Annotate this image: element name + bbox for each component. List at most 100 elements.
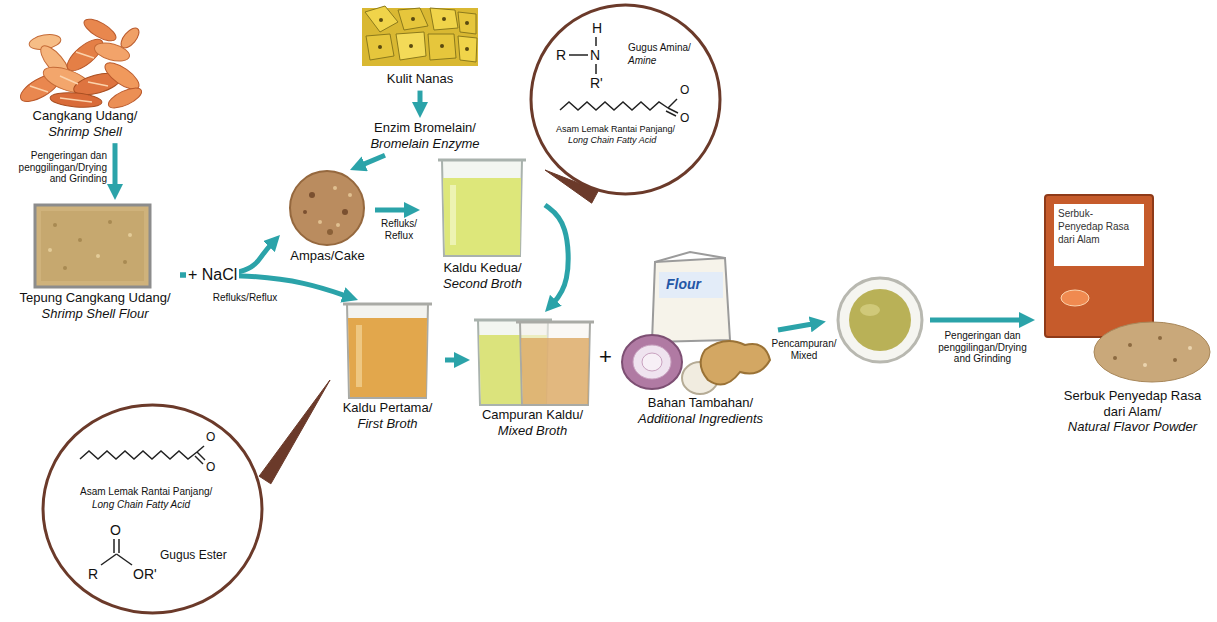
chemical-symbol: OR' [133, 566, 157, 582]
fatty-acid-structure [197, 446, 204, 452]
flow-arrow [418, 91, 423, 110]
pineapple-peel [398, 8, 428, 30]
mixed-broth-beakers [520, 322, 590, 405]
bag-label: Flour [666, 276, 701, 292]
second-broth-beaker [438, 159, 526, 162]
chemical-symbol: N [590, 47, 600, 63]
step-name: Kaldu Kedua/ [420, 260, 545, 276]
chemical-symbol: O [680, 112, 689, 126]
step-label: Pencampuran/ Mixed [768, 338, 840, 361]
mixed-bowl [849, 289, 911, 351]
fatty-acid-structure [560, 102, 668, 110]
flow-arrow [445, 358, 462, 363]
first-broth-beaker [347, 304, 428, 398]
process-step: Kaldu Pertama/First Broth [330, 300, 445, 435]
chemical-symbol: R' [590, 75, 603, 91]
process-step: Campuran Kaldu/Mixed Broth [470, 312, 595, 442]
amine-structure [595, 64, 597, 74]
ester-structure [101, 539, 132, 565]
pineapple-peel [362, 6, 478, 66]
chemical-symbol: O [206, 431, 215, 445]
flow-arrow [113, 143, 118, 192]
pineapple-peel [458, 36, 477, 62]
additional-ingredients [642, 353, 662, 371]
edge-label: Pengeringan dan penggilingan/Drying and … [3, 150, 107, 185]
shrimp-shell-pile [16, 15, 144, 112]
package-text: dari Alam [1058, 234, 1100, 246]
fatty-acid-structure [668, 99, 677, 108]
additional-ingredients [655, 252, 725, 262]
shrimp-shell-cake [348, 193, 352, 197]
process-arrow [778, 323, 818, 330]
process-step: Kulit Nanas [355, 3, 485, 91]
callout-text: Asam Lemak Rantai Panjang/ [556, 124, 675, 135]
shrimp-shell-cake [303, 210, 307, 214]
step-name-english: Additional Ingredients [628, 411, 773, 427]
flow-arrow [545, 205, 568, 306]
ester-structure [118, 539, 120, 553]
second-broth-beaker [442, 160, 522, 256]
pineapple-peel [366, 34, 394, 60]
shrimp-shell-cake [290, 171, 364, 245]
step-name-english: First Broth [330, 416, 445, 432]
pineapple-peel [465, 21, 469, 25]
step-name: Campuran Kaldu/ [470, 407, 595, 423]
flavor-powder-package [1113, 356, 1117, 360]
flavor-powder-package [1128, 343, 1132, 347]
chemical-symbol: O [680, 84, 689, 98]
mixed-broth-beakers [474, 320, 594, 405]
additional-ingredients [633, 345, 671, 379]
additional-ingredients [701, 341, 770, 385]
process-step: Enzim Bromelain/Bromelain Enzyme [360, 118, 490, 155]
shrimp-shell-cake [318, 220, 322, 224]
mixed-broth-beakers [516, 321, 594, 324]
step-name: Kulit Nanas [355, 71, 485, 87]
step-name-english: Mixed Broth [470, 423, 595, 439]
pineapple-peel [409, 44, 413, 48]
edge-label: Refluks/Reflux [205, 292, 285, 304]
fatty-acid-structure [560, 99, 678, 116]
chemical-symbol: R [88, 566, 98, 582]
first-broth-beaker [343, 303, 432, 306]
step-name: Bahan Tambahan/ [628, 395, 773, 411]
package-text: Serbuk- [1058, 208, 1093, 220]
first-broth-beaker [343, 304, 432, 398]
additional-ingredients [622, 335, 682, 389]
pineapple-peel [379, 18, 383, 22]
flow-arrow [357, 155, 385, 167]
ester-structure [117, 554, 133, 565]
pineapple-peel [465, 47, 469, 51]
shrimp-shell-cake [327, 229, 333, 235]
mixed-bowl [838, 278, 922, 362]
additional-ingredients [652, 258, 730, 342]
shrimp-shell-flour [53, 223, 57, 227]
shrimp-shell-flour [48, 248, 52, 252]
step-name-english: Second Broth [420, 276, 545, 292]
amine-structure [595, 37, 597, 46]
pineapple-peel [440, 44, 444, 48]
pineapple-peel [396, 32, 426, 60]
shrimp-shell-flour [78, 238, 82, 242]
step-name: Serbuk Penyedap Rasa dari Alam/ [1055, 388, 1210, 419]
callout-circle: Gugus Amina/AmineAsam Lemak Rantai Panja… [528, 2, 723, 197]
chemical-symbol: O [110, 522, 121, 538]
pineapple-peel [365, 6, 398, 32]
flavor-powder-package [1045, 195, 1210, 382]
process-step: Kaldu Kedua/Second Broth [420, 150, 545, 295]
step-name: Cangkang Udang/ [10, 108, 160, 124]
plus-sign: + NaCl [186, 266, 239, 284]
callout-outline [531, 5, 720, 194]
pineapple-peel [458, 12, 476, 34]
shrimp-shell-flour [108, 220, 112, 224]
plus-sign: + [599, 344, 612, 369]
shrimp-shell-pile [30, 52, 108, 102]
process-arrow [930, 318, 1027, 323]
second-broth-beaker [438, 160, 526, 256]
fatty-acid-structure [195, 456, 203, 464]
flavor-powder-package [1173, 358, 1177, 362]
step-name: Kaldu Pertama/ [330, 400, 445, 416]
fatty-acid-structure [666, 111, 676, 116]
shrimp-shell-flour [123, 260, 127, 264]
flavor-powder-package [1054, 204, 1144, 266]
